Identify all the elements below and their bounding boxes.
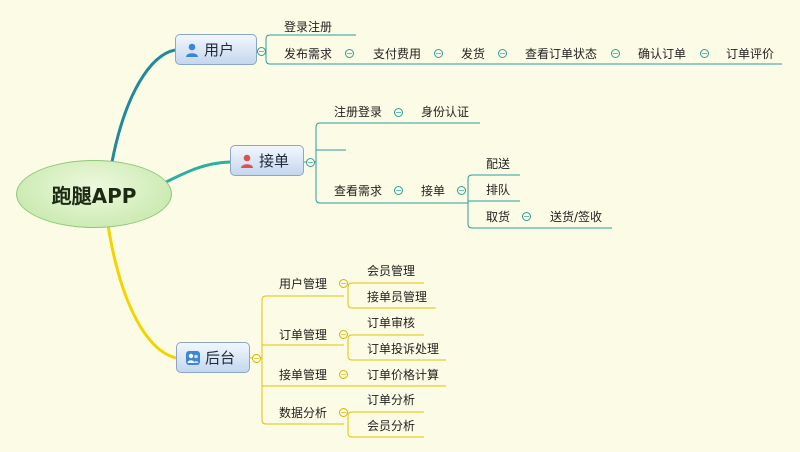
root-node[interactable]: 跑腿APP xyxy=(16,160,172,228)
node-member-mgmt[interactable]: 会员管理 xyxy=(367,264,416,278)
courier-subtree-lines xyxy=(304,122,612,229)
collapse-toggle-accept[interactable]: − xyxy=(457,186,466,195)
collapse-toggle-admin[interactable]: − xyxy=(252,354,261,363)
collapse-toggle-data-analysis[interactable]: − xyxy=(339,408,348,417)
node-queue[interactable]: 排队 xyxy=(486,183,511,197)
node-publish[interactable]: 发布需求 xyxy=(284,47,333,61)
node-order-analysis[interactable]: 订单分析 xyxy=(367,393,416,407)
collapse-toggle-pay[interactable]: − xyxy=(434,49,443,58)
branch-admin xyxy=(106,224,177,360)
node-order-audit[interactable]: 订单审核 xyxy=(367,316,416,330)
collapse-toggle-register[interactable]: − xyxy=(394,108,403,117)
admin-subtree-lines xyxy=(250,282,446,438)
collapse-toggle-view[interactable]: − xyxy=(394,186,403,195)
collapse-toggle-courier[interactable]: − xyxy=(306,158,315,167)
collapse-toggle-confirm[interactable]: − xyxy=(700,49,709,58)
node-login[interactable]: 登录注册 xyxy=(284,20,333,34)
node-user-title: 用户 xyxy=(204,41,235,59)
admin-icon xyxy=(186,350,200,365)
collapse-toggle-user[interactable]: − xyxy=(257,47,266,56)
node-register[interactable]: 注册登录 xyxy=(334,105,383,119)
node-price-calc[interactable]: 订单价格计算 xyxy=(367,368,440,382)
node-admin-title: 后台 xyxy=(205,349,236,367)
node-courier[interactable]: 接单 xyxy=(230,145,304,176)
node-courier-mgmt[interactable]: 接单员管理 xyxy=(367,290,428,304)
node-courier-title: 接单 xyxy=(259,152,290,170)
collapse-toggle-user-mgmt[interactable]: − xyxy=(339,279,348,288)
collapse-toggle-accept-mgmt[interactable]: − xyxy=(339,370,348,379)
node-accept-mgmt[interactable]: 接单管理 xyxy=(279,368,328,382)
node-deliver[interactable]: 配送 xyxy=(486,157,511,171)
node-order-mgmt[interactable]: 订单管理 xyxy=(279,328,328,342)
node-confirm[interactable]: 确认订单 xyxy=(638,47,687,61)
node-sign[interactable]: 送货/签收 xyxy=(550,210,603,224)
user-icon xyxy=(186,43,198,57)
node-status[interactable]: 查看订单状态 xyxy=(525,47,598,61)
node-data-analysis[interactable]: 数据分析 xyxy=(279,406,328,420)
node-complaint[interactable]: 订单投诉处理 xyxy=(367,342,440,356)
collapse-toggle-ship[interactable]: − xyxy=(498,49,507,58)
node-pay[interactable]: 支付费用 xyxy=(373,47,422,61)
node-user[interactable]: 用户 xyxy=(175,34,257,65)
node-ship[interactable]: 发货 xyxy=(461,47,486,61)
collapse-toggle-pickup[interactable]: − xyxy=(522,212,531,221)
branch-user xyxy=(110,48,176,163)
node-accept[interactable]: 接单 xyxy=(421,184,446,198)
node-user-mgmt[interactable]: 用户管理 xyxy=(279,277,328,291)
node-admin[interactable]: 后台 xyxy=(176,342,250,373)
collapse-toggle-publish[interactable]: − xyxy=(345,49,354,58)
collapse-toggle-status[interactable]: − xyxy=(611,49,620,58)
node-member-analysis[interactable]: 会员分析 xyxy=(367,419,416,433)
courier-icon xyxy=(241,154,253,168)
root-title: 跑腿APP xyxy=(51,183,137,208)
node-view[interactable]: 查看需求 xyxy=(334,184,383,198)
collapse-toggle-order-mgmt[interactable]: − xyxy=(339,330,348,339)
branch-courier xyxy=(159,160,231,187)
node-verify[interactable]: 身份认证 xyxy=(421,105,470,119)
node-review[interactable]: 订单评价 xyxy=(726,47,775,61)
node-pickup[interactable]: 取货 xyxy=(486,210,511,224)
